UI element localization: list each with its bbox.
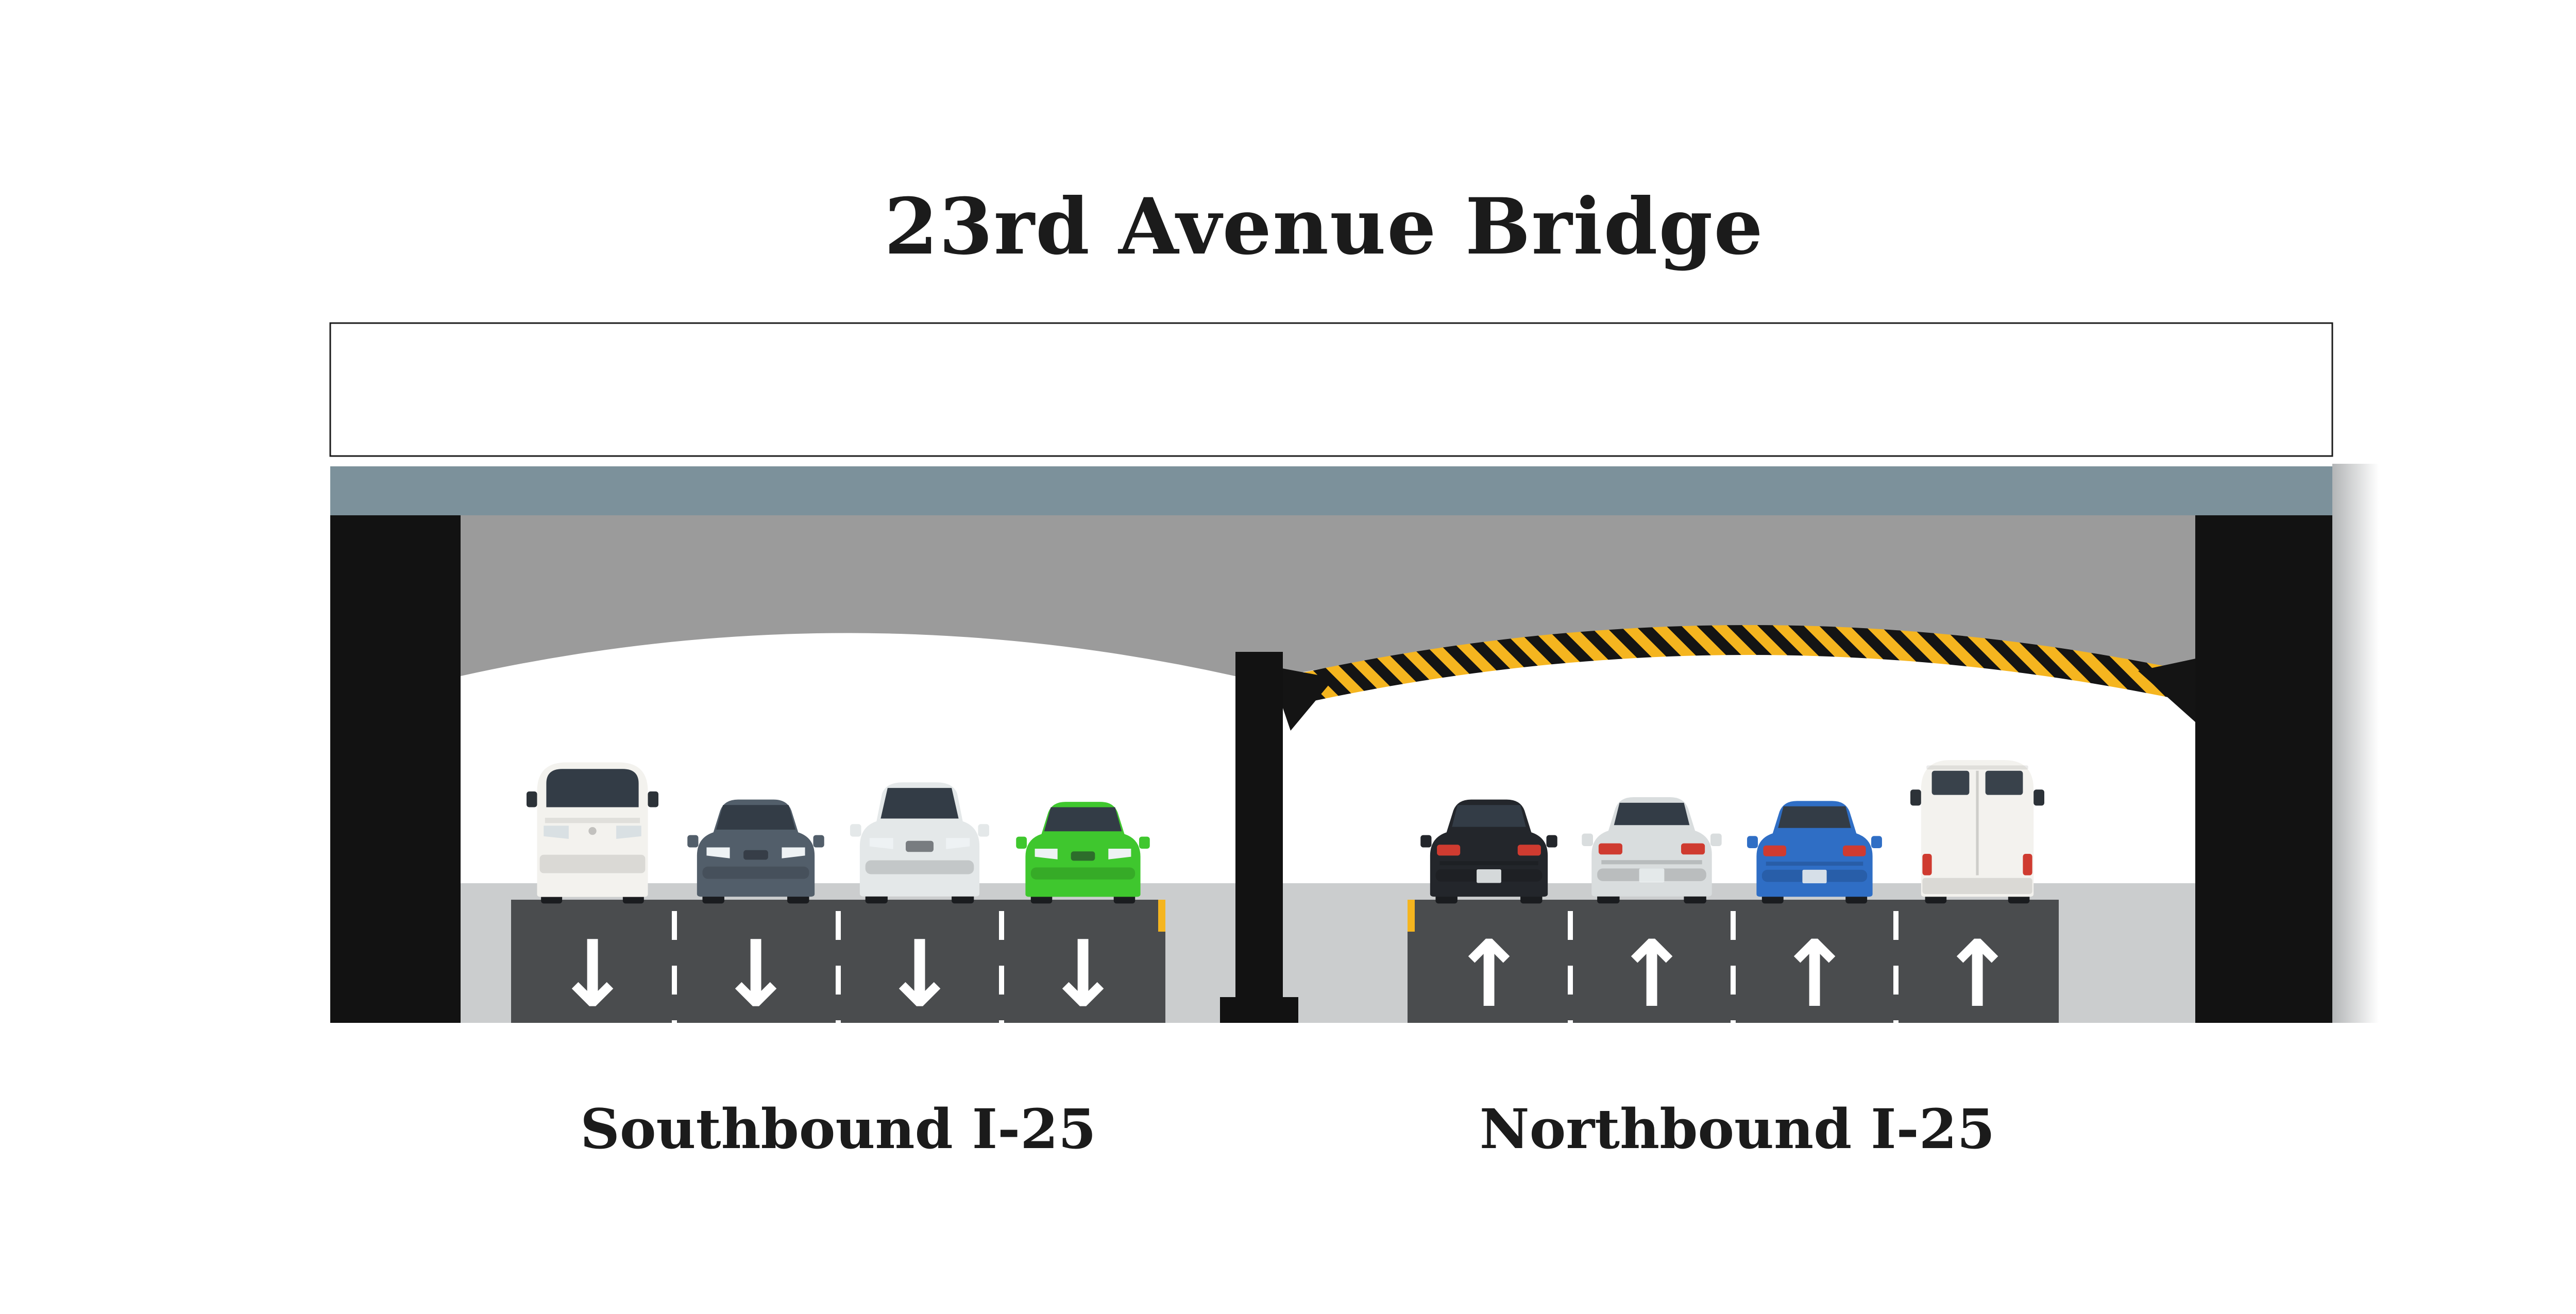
center-pier xyxy=(1220,652,1298,1023)
hazard-stripe-band xyxy=(1268,625,2196,731)
bridge-deck xyxy=(330,466,2332,517)
southbound-roadway xyxy=(511,900,1165,1023)
vehicle-green-car-front xyxy=(1016,802,1150,904)
southbound-lane-arrows: ↓ ↓ ↓ ↓ xyxy=(554,921,1121,1027)
down-arrow-icon: ↓ xyxy=(554,921,631,1027)
northbound-roadway xyxy=(1408,900,2059,1023)
vehicle-white-van-rear xyxy=(1910,760,2044,904)
southbound-vehicles xyxy=(527,762,1150,904)
hazard-band-right-tip xyxy=(2138,659,2196,722)
southbound-label: Southbound I-25 xyxy=(580,1097,1096,1161)
edge-marker xyxy=(1158,900,1165,932)
vehicle-silver-suv-front xyxy=(850,782,989,904)
northbound-lane-arrows: ↑ ↑ ↑ ↑ xyxy=(1450,921,2015,1027)
right-edge-shadow xyxy=(2332,464,2379,1023)
vehicle-silver-coupe-rear xyxy=(1582,797,1722,904)
hazard-band-left-tip xyxy=(1268,666,1334,731)
vehicle-blue-sedan-rear xyxy=(1747,801,1882,904)
right-abutment xyxy=(2195,515,2332,1023)
down-arrow-icon: ↓ xyxy=(881,921,958,1027)
vehicle-dark-gray-sedan-front xyxy=(687,799,824,904)
down-arrow-icon: ↓ xyxy=(717,921,794,1027)
center-pier-base xyxy=(1220,997,1298,1023)
up-arrow-icon: ↑ xyxy=(1939,921,2015,1027)
edge-marker xyxy=(1408,900,1415,932)
northbound-vehicles xyxy=(1420,760,2044,904)
south-span-arch xyxy=(461,633,1235,676)
up-arrow-icon: ↑ xyxy=(1776,921,1853,1027)
vehicle-black-sedan-rear xyxy=(1420,799,1557,904)
up-arrow-icon: ↑ xyxy=(1450,921,1527,1027)
vehicle-white-van-front xyxy=(527,762,658,904)
diagram-title: 23rd Avenue Bridge xyxy=(884,181,1764,272)
up-arrow-icon: ↑ xyxy=(1613,921,1690,1027)
down-arrow-icon: ↓ xyxy=(1044,921,1121,1027)
left-abutment xyxy=(330,515,461,1023)
northbound-label: Northbound I-25 xyxy=(1479,1097,1995,1161)
bridge-parapet xyxy=(329,322,2333,457)
